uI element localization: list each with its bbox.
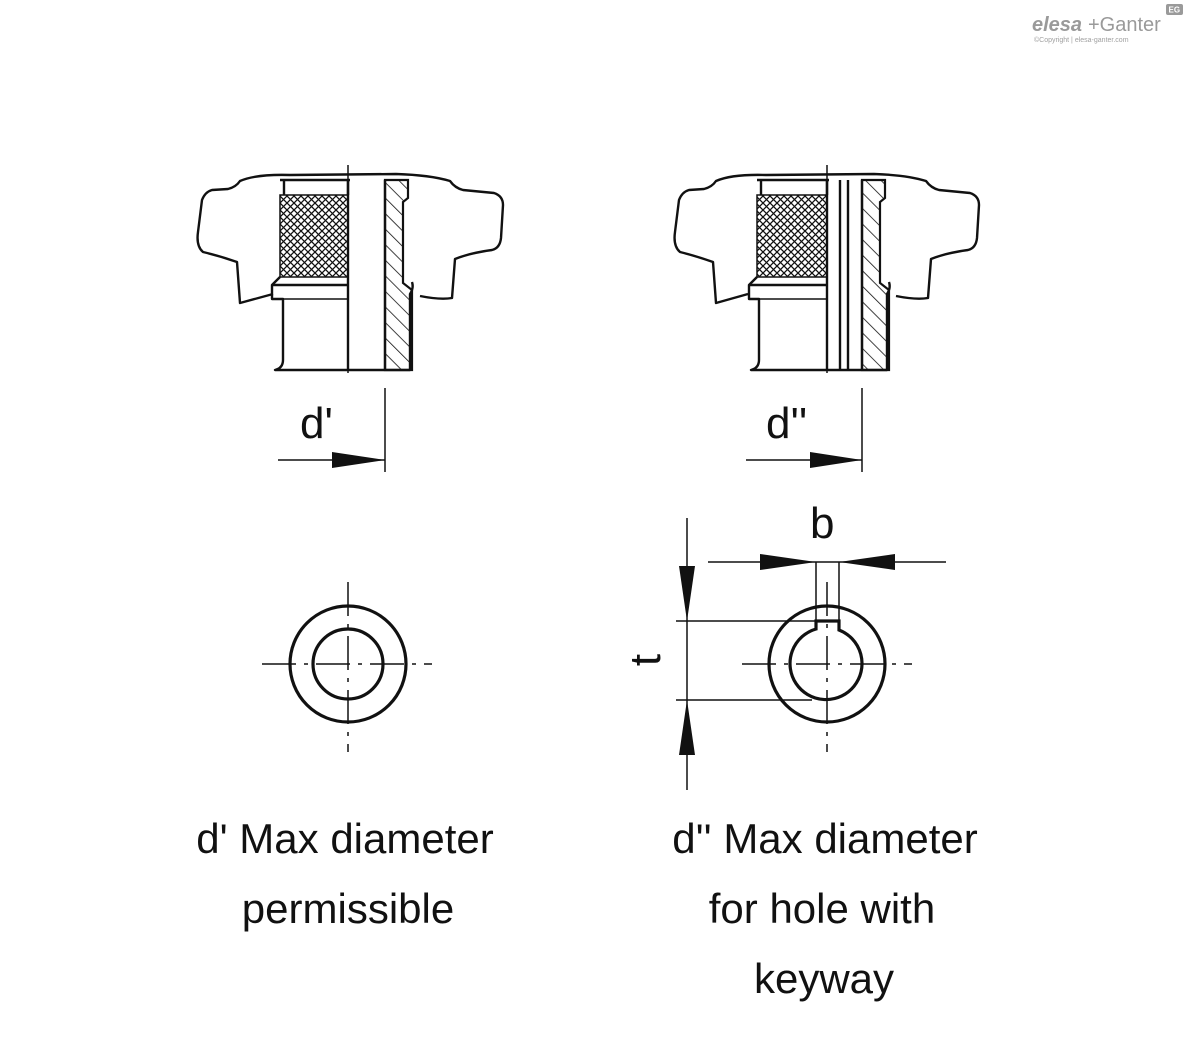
brand-name-part1: elesa [1032,14,1082,36]
b-arrow-right [839,554,895,570]
right-caption-line-1: d'' Max diameter [672,815,977,862]
keyway-width-dimension: b [708,499,946,621]
right-caption-line-2: for hole with [709,885,935,932]
right-dimension: d'' [746,388,863,472]
left-knurled-insert [279,194,349,278]
keyway-depth-label: t [621,654,670,666]
b-arrow-left [760,554,816,570]
left-knob-outline [196,172,505,305]
left-dimension-label: d' [300,399,333,448]
right-insert-top [757,178,829,195]
left-hatched-wall [383,178,414,372]
left-caption-line-1: d' Max diameter [196,815,493,862]
brand-logo: elesa +Ganter EG ©Copyright | elesa-gant… [1032,4,1183,44]
right-knurled-insert [756,194,828,278]
left-end-view [262,582,432,752]
brand-badge [1166,4,1183,15]
left-hub-outline [270,276,414,372]
brand-name-part2: +Ganter [1088,14,1161,36]
left-dimension-arrow [332,452,385,468]
right-dimension-arrow [810,452,862,468]
left-section-view [196,165,505,380]
right-end-view [742,582,912,752]
left-insert-top [280,178,350,195]
keyway-depth-dimension: t [621,518,816,790]
right-hatched-wall [860,178,891,372]
right-hub-outline [747,276,891,372]
left-caption: d' Max diameter permissible [196,815,493,932]
t-arrow-top [679,566,695,621]
left-dimension: d' [278,388,386,472]
left-caption-line-2: permissible [242,885,454,932]
t-arrow-bottom [679,700,695,755]
right-section-view [673,165,981,380]
right-caption-line-3: keyway [754,955,894,1002]
right-bore-with-keyway [788,619,864,702]
keyway-width-label: b [810,499,834,548]
brand-copyright: ©Copyright | elesa-ganter.com [1034,36,1129,44]
right-knob-outline [673,172,981,305]
brand-badge-text: EG [1169,6,1181,15]
right-dimension-label: d'' [766,399,807,448]
right-caption: d'' Max diameter for hole with keyway [672,815,977,1002]
